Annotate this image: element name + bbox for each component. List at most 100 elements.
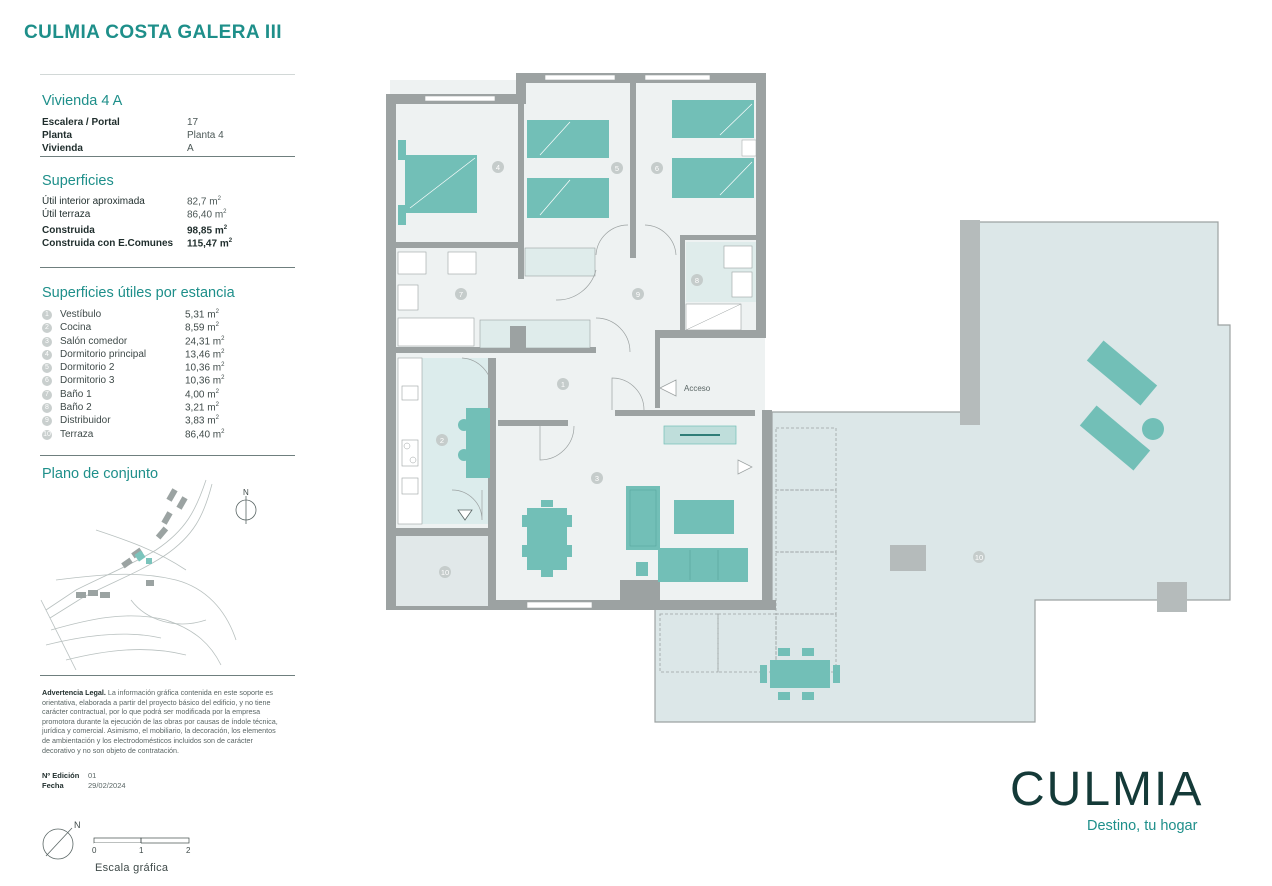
room-number: 4	[42, 349, 52, 360]
pergola-grid	[659, 427, 837, 673]
room-area: 24,31 m2	[185, 335, 225, 347]
legal-notice: Advertencia Legal. La información gráfic…	[42, 688, 278, 755]
surface-label: Construida con E.Comunes	[42, 238, 174, 249]
bed-icon	[527, 120, 609, 158]
surface-row: Construida 98,85 m2	[42, 225, 292, 238]
room-name: Dormitorio principal	[60, 348, 147, 360]
surface-value: 115,47 m2	[187, 238, 233, 250]
room-marker-label: 5	[615, 164, 619, 173]
detail-value: 17	[187, 117, 199, 128]
room-name: Salón comedor	[60, 335, 128, 347]
room-marker	[611, 162, 623, 174]
room-name: Baño 2	[60, 402, 92, 414]
wardrobe	[479, 319, 591, 349]
surface-label: Útil interior aproximada	[42, 196, 145, 207]
list-item: 3 Salón comedor 24,31 m2	[42, 336, 292, 349]
detail-row-floor: Planta Planta 4	[42, 130, 292, 143]
access-arrow-icon	[659, 379, 677, 397]
room-marker	[492, 161, 504, 173]
room-number: 7	[42, 389, 52, 400]
room-number: 3	[42, 336, 52, 347]
detail-label: Escalera / Portal	[42, 117, 120, 128]
detail-label: Vivienda	[42, 143, 83, 154]
project-title: CULMIA COSTA GALERA III	[24, 22, 282, 43]
north-label: N	[74, 820, 81, 830]
unit-title: Vivienda 4 A	[42, 93, 123, 109]
room-area: 13,46 m2	[185, 348, 225, 361]
room-marker-label: 8	[695, 276, 699, 285]
header-divider	[40, 74, 295, 75]
room-marker	[591, 472, 603, 484]
room-area: 10,36 m2	[185, 362, 225, 374]
surface-row: Útil terraza 86,40 m2	[42, 209, 292, 225]
rooms-title: Superficies útiles por estancia	[42, 285, 235, 301]
unit-details: Escalera / Portal 17 Planta Planta 4 Viv…	[42, 117, 292, 157]
room-area: 4,00 m2	[185, 388, 219, 401]
room-number: 9	[42, 416, 52, 427]
room-marker-label: 4	[496, 163, 500, 172]
site-plan-north-icon	[235, 496, 257, 524]
sink-icon	[447, 251, 477, 275]
room-marker-label: 10	[441, 568, 449, 577]
door-swings	[451, 224, 677, 521]
room-marker	[651, 162, 663, 174]
surface-value: 82,7 m2	[187, 196, 221, 208]
north-arrow-icon	[42, 827, 74, 860]
room-marker	[439, 566, 451, 578]
scale-tick: 2	[186, 846, 191, 855]
dining-chairs	[522, 500, 572, 577]
room-marker	[632, 288, 644, 300]
cooktop-icon	[401, 439, 419, 467]
sink-icon	[397, 251, 427, 275]
surface-label: Útil terraza	[42, 209, 91, 220]
unit-divider	[40, 156, 295, 157]
sun-loungers	[1079, 340, 1164, 471]
toilet-icon	[731, 271, 753, 298]
room-marker-label: 2	[440, 436, 444, 445]
terrace-wall	[960, 220, 980, 425]
bed-icon	[672, 100, 754, 138]
dining-table	[527, 508, 567, 570]
surfaces-title: Superficies	[42, 173, 114, 189]
surfaces-table: Útil interior aproximada 82,7 m2 Útil te…	[42, 196, 292, 258]
room-marker	[436, 434, 448, 446]
access-label: Acceso	[684, 384, 711, 393]
brand-slogan: Destino, tu hogar	[1087, 818, 1198, 834]
scale-tick: 0	[92, 846, 97, 855]
terrace-column	[1157, 582, 1187, 612]
room-name: Terraza	[60, 428, 94, 440]
room-area: 3,21 m2	[185, 402, 219, 414]
room-marker	[557, 378, 569, 390]
room-marker	[455, 288, 467, 300]
entrance-arrow-icon	[737, 459, 753, 475]
coffee-table	[674, 500, 734, 534]
site-plan-title: Plano de conjunto	[42, 466, 159, 482]
room-area: 5,31 m2	[185, 309, 219, 321]
room-name: Dormitorio 2	[60, 362, 115, 374]
room-marker-label: 7	[459, 290, 463, 299]
toilet-icon	[397, 284, 419, 311]
room-number: 8	[42, 403, 52, 414]
room-number: 10	[42, 429, 52, 440]
sofa	[658, 548, 748, 582]
list-item: 10 Terraza 86,40 m2	[42, 429, 292, 442]
room-marker-label: 9	[636, 290, 640, 299]
scale-bar: N	[42, 820, 190, 860]
room-marker-label: 10	[975, 553, 983, 562]
detail-row-portal: Escalera / Portal 17	[42, 117, 292, 130]
room-number: 5	[42, 363, 52, 374]
room-name: Cocina	[60, 322, 92, 334]
room-area: 3,83 m2	[185, 415, 219, 427]
scale-caption: Escala gráfica	[95, 862, 169, 874]
room-name: Dormitorio 3	[60, 375, 115, 387]
room-number: 6	[42, 376, 52, 387]
room-area: 8,59 m2	[185, 322, 219, 334]
room-area: 86,40 m2	[185, 428, 225, 440]
room-markers: 1 2 3 4 5 6 7 8 9 10 10	[436, 161, 985, 578]
